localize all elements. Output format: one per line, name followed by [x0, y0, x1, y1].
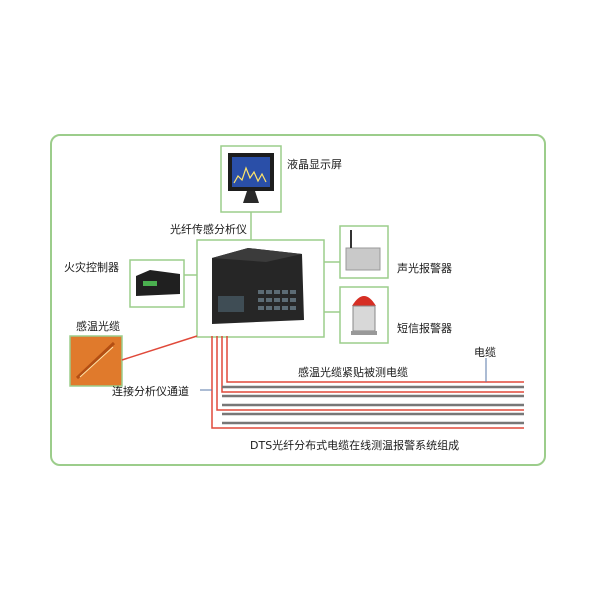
lcd-stand — [243, 191, 259, 203]
sms-alarm-device — [339, 286, 389, 344]
sensing-cable-shine — [79, 346, 114, 378]
analyzer-panel — [218, 296, 244, 312]
sound-light-alarm-body — [345, 247, 381, 271]
analyzer-fiber-drops — [211, 336, 524, 429]
sms-alarm-base — [351, 331, 377, 335]
fire-controller-body — [136, 270, 180, 296]
sensing-cable-lead — [121, 335, 198, 361]
sensing-cable-label: 感温光缆 — [76, 320, 120, 333]
connector-lines — [184, 210, 340, 313]
fiber-drop-2 — [216, 336, 524, 411]
cable-label: 电缆 — [474, 346, 496, 359]
fire-controller-label: 火灾控制器 — [64, 261, 119, 274]
sound-light-alarm-device — [339, 225, 389, 279]
sensing-cable-device — [69, 335, 123, 387]
lcd-screen — [232, 157, 270, 187]
fiber-drop-3 — [221, 336, 524, 393]
analyzer-label: 光纤传感分析仪 — [170, 223, 247, 236]
fiber-leads — [121, 335, 198, 361]
fire-controller-device — [129, 259, 185, 308]
lcd-monitor — [220, 145, 282, 213]
fiber-drop-4 — [226, 336, 524, 383]
fire-controller-display — [143, 281, 157, 286]
analyzer-device — [196, 239, 325, 338]
analyzer-top — [212, 248, 302, 262]
sms-alarm-body — [352, 305, 376, 332]
sms-alarm-beacon — [352, 296, 376, 306]
analyzer-ports — [258, 290, 296, 310]
lcd-label: 液晶显示屏 — [287, 158, 342, 171]
sound-light-alarm-label: 声光报警器 — [397, 262, 452, 275]
power-cables — [222, 385, 524, 425]
fiber-drop-1 — [211, 336, 524, 429]
attached-note-label: 感温光缆紧贴被测电缆 — [298, 366, 408, 379]
sensing-cable-body — [75, 341, 116, 380]
diagram-caption: DTS光纤分布式电缆在线测温报警系统组成 — [250, 439, 460, 452]
sms-alarm-label: 短信报警器 — [397, 322, 452, 335]
channel-note-label: 连接分析仪通道 — [112, 385, 189, 398]
lcd-waveform — [233, 166, 267, 184]
annotation-leaders — [200, 358, 487, 391]
